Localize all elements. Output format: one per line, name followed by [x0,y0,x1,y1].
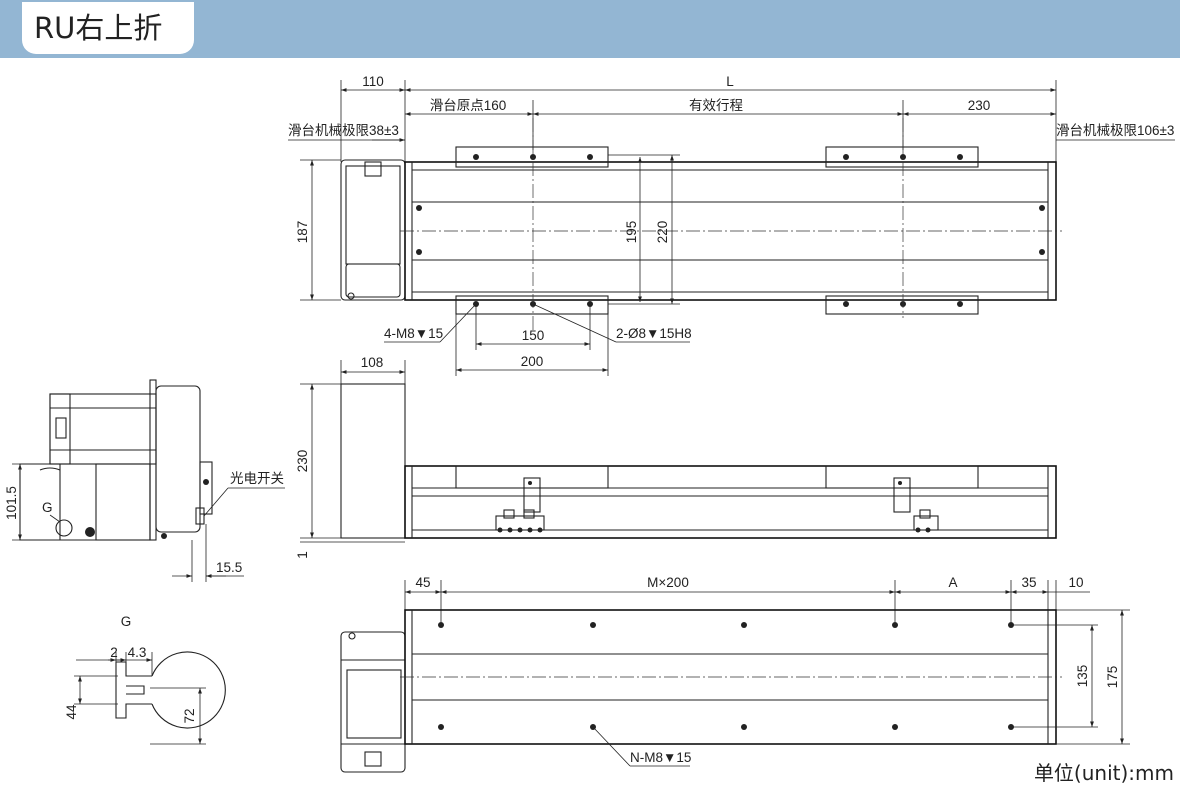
page-title: RU右上折 [34,11,163,45]
dim-230-side: 230 [295,450,310,473]
dim-1: 1 [295,551,310,559]
unit-label: 单位(unit):mm [1033,761,1174,785]
dim-220: 220 [655,221,670,244]
dim-108: 108 [361,355,384,370]
top-view: 110 L 滑台原点160 有效行程 230 滑台机械极限38±3 滑台机械极限… [288,74,1175,376]
dim-150: 150 [522,328,545,343]
bottom-view: 45 M×200 A 35 10 135 [340,575,1130,773]
dim-2: 2 [110,645,118,660]
side-view: 108 230 1 [295,355,1057,559]
dim-45: 45 [415,575,430,590]
dim-110: 110 [362,74,384,89]
label-pin: 2-Ø8▼15H8 [616,326,692,341]
dim-44: 44 [64,704,79,720]
end-view: 101.5 G 光电开关 15.5 [4,379,285,582]
header-bar [0,0,1180,58]
detail-g-title: G [121,614,132,629]
dim-4-3: 4.3 [128,645,147,660]
dim-200: 200 [521,354,544,369]
dim-35: 35 [1021,575,1036,590]
title-tab: RU右上折 [22,2,194,54]
label-g-small: G [42,500,53,515]
dim-15-5: 15.5 [216,560,242,575]
label-sensor: 光电开关 [230,471,284,486]
dim-stroke: 有效行程 [689,98,743,113]
dim-187: 187 [295,221,310,244]
dim-origin: 滑台原点160 [430,98,507,113]
dim-195: 195 [624,221,639,244]
limit-right-label: 滑台机械极限106±3 [1056,123,1174,138]
limit-left-label: 滑台机械极限38±3 [288,123,399,138]
dim-135: 135 [1075,665,1090,688]
label-nm8: N-M8▼15 [630,750,691,765]
label-m8: 4-M8▼15 [384,326,443,341]
dim-M200: M×200 [647,575,689,590]
dim-175: 175 [1105,666,1120,689]
dim-10: 10 [1068,575,1083,590]
dim-230-top: 230 [968,98,991,113]
detail-g: G 2 4.3 44 72 [64,614,226,745]
dim-L: L [726,74,734,89]
dim-72: 72 [182,708,197,723]
dim-A: A [948,575,957,590]
dim-101-5: 101.5 [4,486,19,520]
